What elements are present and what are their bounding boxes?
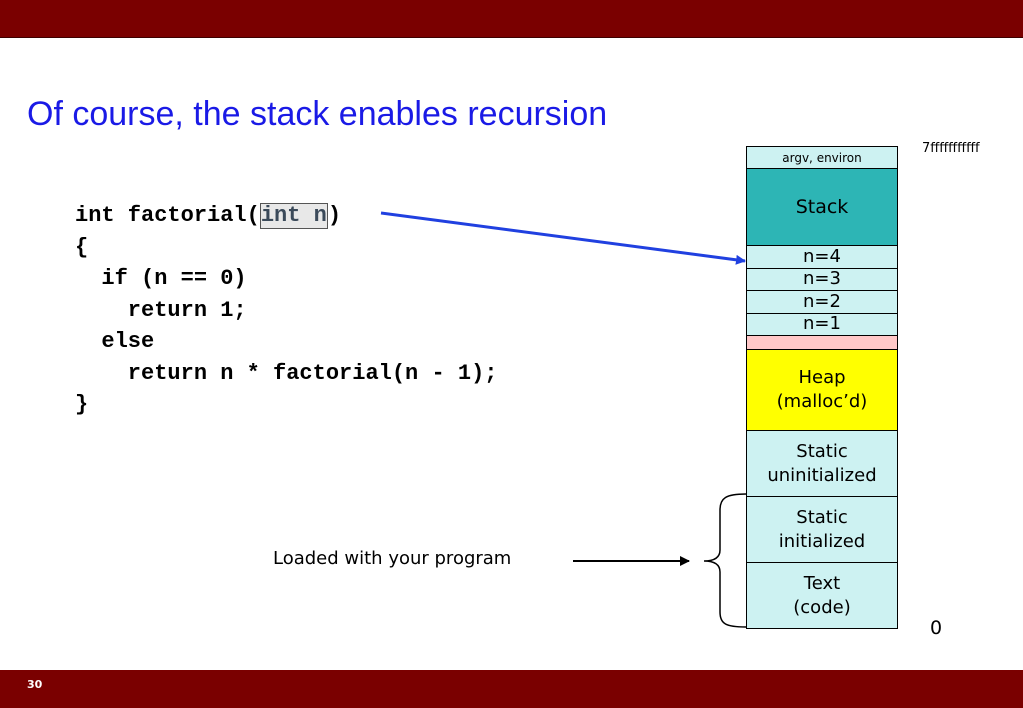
segment-text-sublabel: (code) bbox=[793, 596, 851, 618]
segment-static-initialized: Static initialized bbox=[746, 497, 898, 563]
stack-frame-label: n=2 bbox=[803, 290, 841, 312]
bottom-address-label: 0 bbox=[930, 617, 943, 639]
segment-static-uninit-sublabel: uninitialized bbox=[767, 464, 877, 486]
param-highlight: int n bbox=[259, 203, 328, 229]
top-address-label: 7fffffffffff bbox=[922, 141, 980, 156]
segment-stack: Stack bbox=[746, 169, 898, 246]
code-line-7: } bbox=[75, 392, 89, 417]
segment-heap: Heap (malloc’d) bbox=[746, 350, 898, 431]
code-signature-prefix: int factorial( bbox=[75, 203, 260, 228]
stack-frame-n4: n=4 bbox=[746, 246, 898, 269]
stack-frame-label: n=1 bbox=[803, 313, 841, 335]
stack-frame-n3: n=3 bbox=[746, 268, 898, 291]
segment-stack-label: Stack bbox=[795, 196, 849, 218]
code-signature-suffix: ) bbox=[327, 203, 342, 228]
segment-static-init-label: Static bbox=[796, 506, 848, 528]
code-line-1: int factorial(int n) bbox=[75, 200, 497, 232]
loaded-brace-icon bbox=[703, 493, 747, 628]
segment-text-label: Text bbox=[803, 572, 841, 594]
code-line-6: return n * factorial(n - 1); bbox=[75, 360, 498, 386]
segment-heap-label: Heap bbox=[798, 367, 846, 388]
segment-free-gap bbox=[746, 336, 898, 350]
bottom-bar: 30 bbox=[0, 670, 1023, 708]
segment-heap-sublabel: (malloc’d) bbox=[776, 391, 868, 412]
segment-static-uninitialized: Static uninitialized bbox=[746, 431, 898, 497]
segment-text: Text (code) bbox=[746, 563, 898, 629]
code-line-3: if (n == 0) bbox=[75, 266, 247, 291]
code-line-4: return 1; bbox=[75, 297, 247, 323]
stack-frame-n2: n=2 bbox=[746, 291, 898, 314]
code-block: int factorial(int n){ if (n == 0) return… bbox=[75, 200, 497, 421]
segment-static-init-sublabel: initialized bbox=[778, 530, 866, 552]
top-bar bbox=[0, 0, 1023, 38]
stack-frame-label: n=4 bbox=[803, 245, 841, 267]
code-line-5: else bbox=[75, 329, 155, 354]
code-line-2: { bbox=[75, 234, 89, 260]
segment-argv: argv, environ bbox=[746, 146, 898, 169]
param-to-frame-arrow bbox=[380, 211, 746, 265]
memory-layout: argv, environ Stack n=4 n=3 n=2 n=1 Heap… bbox=[746, 146, 898, 629]
loaded-with-program-label: Loaded with your program bbox=[273, 548, 512, 569]
segment-static-uninit-label: Static bbox=[796, 440, 848, 462]
slide-number: 30 bbox=[27, 678, 43, 691]
stack-frame-n1: n=1 bbox=[746, 313, 898, 336]
slide-title: Of course, the stack enables recursion bbox=[27, 95, 608, 133]
segment-argv-label: argv, environ bbox=[782, 150, 862, 165]
stack-frame-label: n=3 bbox=[803, 268, 841, 290]
